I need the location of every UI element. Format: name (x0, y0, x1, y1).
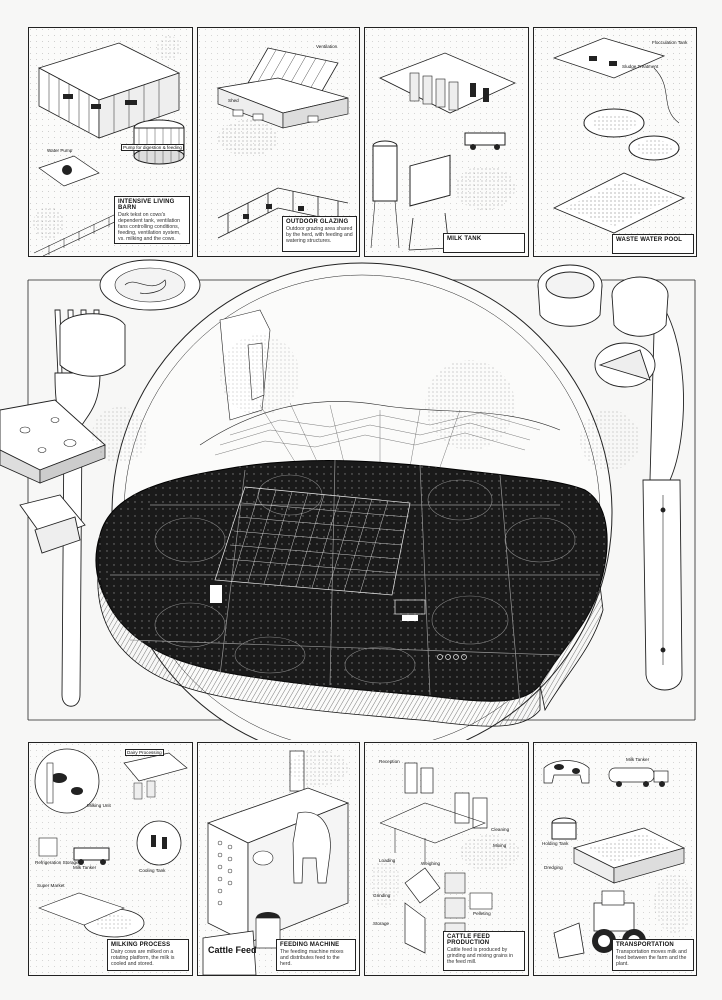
caption-title: MILK TANK (447, 236, 482, 242)
caption-title: INTENSIVE LIVING BARN (118, 199, 175, 211)
caption-cattle-feed-production: CATTLE FEED PRODUCTION Cattle feed is pr… (443, 931, 525, 971)
panel-cattle-feed-production: Reception Loading Weighing Cleaning Grin… (364, 742, 529, 976)
panel-feeding-machine: Cattle Feed FEEDING MACHINE The feeding … (197, 742, 360, 976)
caption-body: The feeding machine mixes and distribute… (280, 949, 344, 967)
caption-intensive-living-barn: INTENSIVE LIVING BARN Dark tekst on cows… (114, 196, 190, 244)
caption-body: Dark tekst on cows's dependent tank, ven… (118, 212, 181, 242)
cream-jug-icon (537, 264, 669, 388)
bag-label-cattle-feed: Cattle Feed (208, 945, 257, 955)
caption-body: Cattle feed is produced by grinding and … (447, 947, 514, 965)
caption-title: OUTDOOR GLAZING (286, 219, 349, 225)
label-weighing: Weighing (421, 861, 441, 866)
caption-milking-process: MILKING PROCESS Dairy cows are milked on… (107, 939, 189, 971)
caption-title: FEEDING MACHINE (280, 942, 340, 948)
label-dredging: Dredging (544, 865, 563, 870)
label-milk-tanker: Milk Tanker (73, 865, 97, 870)
center-table-scene (0, 255, 722, 764)
label-reception: Reception (379, 759, 400, 764)
label-milk-tanker: Milk Tanker (626, 757, 650, 762)
caption-title: CATTLE FEED PRODUCTION (447, 934, 491, 946)
label-sludge-treatment: Sludge Treatment (622, 64, 659, 69)
cheese-icon (0, 399, 106, 484)
panel-milk-tank: MILK TANK (364, 27, 529, 257)
caption-title: WASTE WATER POOL (616, 237, 683, 243)
cup-icon (99, 259, 201, 311)
label-water-pump: Water Pump (47, 148, 73, 153)
label-grinding: Grinding (373, 893, 391, 898)
caption-title: MILKING PROCESS (111, 942, 171, 948)
caption-waste-water-pool: WASTE WATER POOL (612, 234, 694, 254)
label-shed: Shed (228, 98, 239, 103)
label-mixing: Mixing (493, 843, 507, 848)
label-flocculation-tank: Flocculation Tank (652, 40, 688, 45)
caption-transportation: TRANSPORTATION Transportation moves milk… (612, 939, 694, 971)
panel-outdoor-glazing: Ventilation Shed OUTDOOR GLAZING Outdoor… (197, 27, 360, 257)
dark-land-slab (95, 459, 608, 727)
caption-milk-tank: MILK TANK (443, 233, 525, 253)
caption-body: Transportation moves milk and feed betwe… (616, 949, 687, 967)
label-cleaning: Cleaning (491, 827, 510, 832)
panel-transportation: Holding Tank Milk Tanker Dredging TRANSP… (533, 742, 697, 976)
label-ventilation: Ventilation (316, 44, 338, 49)
label-super-market: Super Market (37, 883, 65, 888)
label-milking-unit: Milking Unit (87, 803, 111, 808)
label-holding-tank: Holding Tank (542, 841, 569, 846)
label-storage: Storage (373, 921, 390, 926)
panel-waste-water-pool: Sludge Treatment Flocculation Tank WASTE… (533, 27, 697, 257)
knife-icon (642, 293, 684, 691)
caption-title: TRANSPORTATION (616, 942, 674, 948)
caption-body: Outdoor grazing area shared by the herd,… (286, 226, 353, 244)
caption-body: Dairy cows are milked on a rotating plat… (111, 949, 175, 967)
label-pelleting: Pelleting (473, 911, 491, 916)
panel-intensive-living-barn: Pump for digestion & feeding Water Pump … (28, 27, 193, 257)
caption-outdoor-glazing: OUTDOOR GLAZING Outdoor grazing area sha… (282, 216, 357, 252)
label-loading: Loading (379, 858, 396, 863)
label-dairy-processing: Dairy Processing (125, 749, 164, 756)
label-refrigeration-storage: Refrigeration Storage (35, 860, 79, 865)
label-cooling-tank: Cooling Tank (139, 868, 166, 873)
panel-milking-process: Dairy Processing Milking Unit Milk Tanke… (28, 742, 193, 976)
caption-feeding-machine: FEEDING MACHINE The feeding machine mixe… (276, 939, 356, 971)
label-pump-digestion: Pump for digestion & feeding (121, 144, 184, 151)
